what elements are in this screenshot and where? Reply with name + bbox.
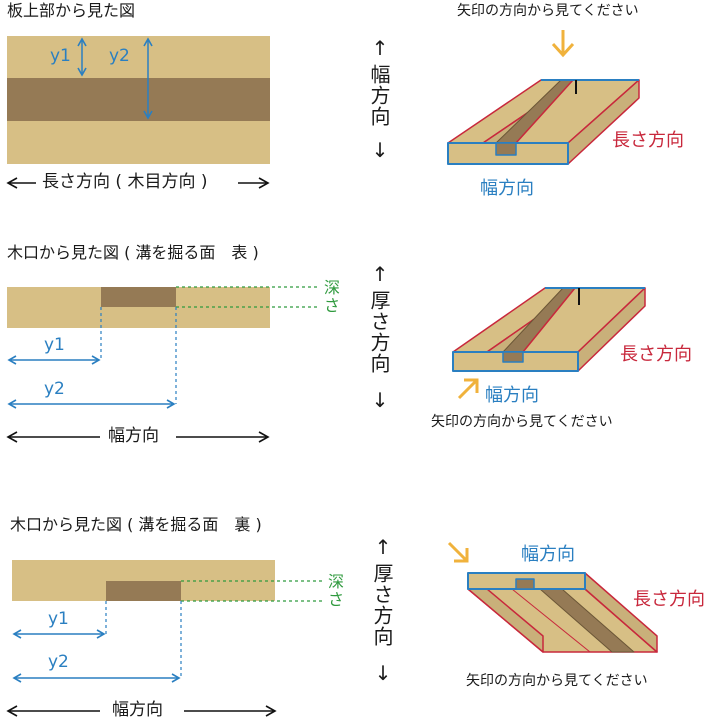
- thickness-direction-label-front: 厚さ方向: [367, 290, 391, 374]
- thickness-arrow-up-front: ↑: [368, 262, 392, 287]
- top-view-y1-label: y1: [50, 46, 71, 66]
- end-view-front-y2-label: y2: [44, 379, 65, 399]
- end-view-back-board: [12, 560, 275, 601]
- depth-label-back: 深さ: [328, 572, 345, 610]
- end-view-back-y2-label: y2: [48, 652, 69, 672]
- length-direction-label: 長さ方向 ( 木目方向 ): [42, 172, 208, 192]
- view-arrow-1: [551, 30, 575, 58]
- thickness-arrow-up-back: ↑: [371, 535, 395, 560]
- top-view-y2-label: y2: [109, 46, 130, 66]
- end-view-back-title: 木口から見た図 ( 溝を掘る面 裏 ): [10, 515, 262, 534]
- width-arrow-up-1: ↑: [368, 36, 392, 61]
- width-direction-3d-label-1: 幅方向: [480, 178, 534, 199]
- view-arrow-2: [457, 378, 479, 400]
- thickness-arrow-down-front: ↓: [368, 388, 392, 413]
- width-direction-vertical-label: 幅方向: [367, 64, 391, 127]
- length-direction-3d-label-1: 長さ方向: [612, 130, 684, 151]
- view-instruction-3: 矢印の方向から見てください: [466, 673, 648, 689]
- depth-label-front: 深さ: [324, 278, 341, 316]
- view-arrow-3: [447, 541, 469, 563]
- board-3d-top-view: [447, 79, 640, 165]
- thickness-arrow-down-back: ↓: [371, 661, 395, 686]
- top-view-title: 板上部から見た図: [7, 1, 136, 20]
- board-3d-front-view: [452, 287, 646, 372]
- end-view-back-extension-lines: [105, 601, 182, 678]
- end-view-front-y1-label: y1: [44, 335, 65, 355]
- view-instruction-1: 矢印の方向から見てください: [457, 3, 639, 19]
- view-instruction-2: 矢印の方向から見てください: [431, 414, 613, 430]
- length-direction-3d-label-3: 長さ方向: [633, 589, 705, 610]
- end-view-front-title: 木口から見た図 ( 溝を掘る面 表 ): [7, 243, 259, 262]
- width-direction-label-front: 幅方向: [108, 426, 159, 446]
- width-direction-label-back: 幅方向: [112, 700, 163, 720]
- width-direction-3d-label-2: 幅方向: [485, 385, 539, 406]
- thickness-direction-label-back: 厚さ方向: [370, 563, 394, 647]
- end-view-front-extension-lines: [100, 307, 177, 404]
- length-direction-3d-label-2: 長さ方向: [620, 344, 692, 365]
- width-arrow-down-1: ↓: [368, 138, 392, 163]
- width-direction-3d-label-3: 幅方向: [521, 544, 575, 565]
- top-view-board: [7, 36, 270, 164]
- board-3d-back-view: [467, 572, 658, 653]
- end-view-back-y1-label: y1: [48, 609, 69, 629]
